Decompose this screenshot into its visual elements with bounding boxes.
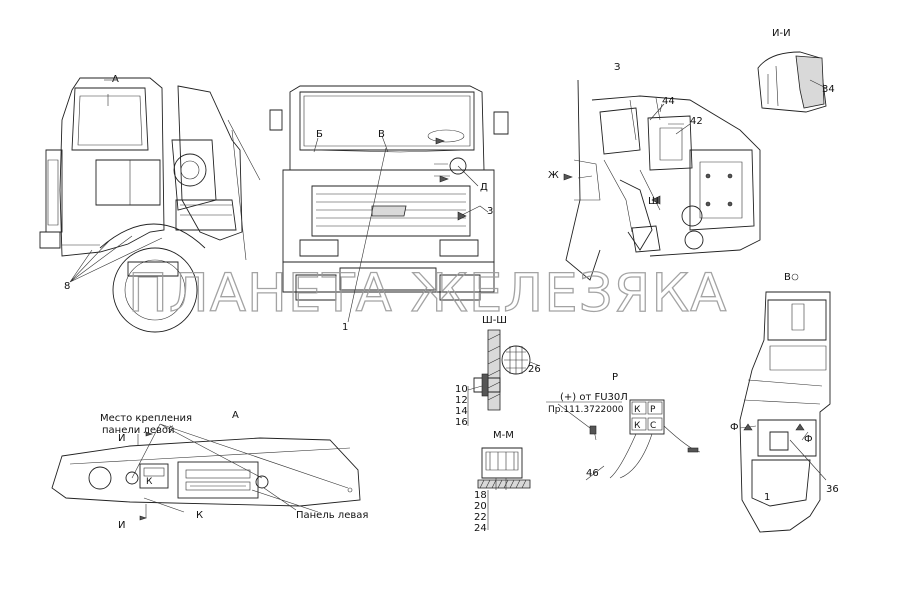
pr-code-label: Пр.111.3722000 [548,405,624,415]
view-v-title: В [784,272,791,283]
view-label-d: Д [480,182,488,193]
callout-26: 26 [528,364,541,375]
callout-k: К [196,510,203,521]
plus-from-label: (+) от FU30Л [560,392,628,403]
section-sh-title: Ш-Ш [482,315,507,326]
callout-24: 24 [474,523,487,534]
panel-switch-k: К [146,477,153,487]
section-m-m: М-М 18 20 22 24 [474,430,531,534]
detail-z: З 44 42 Ж Ш [548,62,761,281]
detail-i-i: И-И 34 [757,28,835,113]
callout-1-front: 1 [342,322,348,333]
callout-14: 14 [455,406,468,417]
callout-10: 10 [455,384,468,395]
relay-r: Р [650,405,656,415]
cab-side-view: 8 А [39,74,261,333]
relay-c: С [650,421,656,431]
callout-44: 44 [662,96,675,107]
view-label-v: В [378,129,385,140]
detail-r-title: Р [612,372,618,383]
detail-r: Р (+) от FU30Л Пр.111.3722000 К Р К С 46 [546,372,701,481]
cab-front-view: Б В Д 3 1 [269,85,509,333]
callout-3: 3 [487,206,493,217]
callout-34: 34 [822,84,835,95]
panel-left-label: Панель левая [296,510,368,521]
view-label-a-top: А [112,74,119,85]
view-v-right: В Ф Ф 1 36 [730,272,839,533]
callout-16: 16 [455,417,468,428]
callout-sh: Ш [648,196,659,207]
mount-place-line1: Место крепления [100,413,192,424]
callout-12: 12 [455,395,468,406]
section-i-top: И [118,433,125,444]
relay-k1: К [634,405,641,415]
callout-18: 18 [474,490,487,501]
detail-i-i-title: И-И [772,28,791,39]
callout-36: 36 [826,484,839,495]
callout-46: 46 [586,468,599,479]
watermark-text: ПЛАНЕТА ЖЕЛЕЗЯКА [128,263,727,324]
detail-z-title: З [614,62,620,73]
callout-42: 42 [690,116,703,127]
callout-8: 8 [64,281,70,292]
relay-k2: К [634,421,641,431]
callout-f-right: Ф [804,434,813,445]
section-m-title: М-М [493,430,514,441]
section-sh-sh: Ш-Ш 26 10 12 14 16 [455,315,541,428]
callout-zh: Ж [548,170,559,181]
detail-a-title: А [232,410,239,421]
mount-place-line2: панели левой [102,425,174,436]
detail-a-panel: А Место крепления панели левой К И И К П… [51,410,368,531]
callout-f-left: Ф [730,422,739,433]
callout-1-view-v: 1 [764,492,770,503]
relay-block: К Р К С [629,399,665,435]
callout-22: 22 [474,512,487,523]
callout-20: 20 [474,501,487,512]
view-label-b: Б [316,129,323,140]
section-i-bottom: И [118,520,125,531]
